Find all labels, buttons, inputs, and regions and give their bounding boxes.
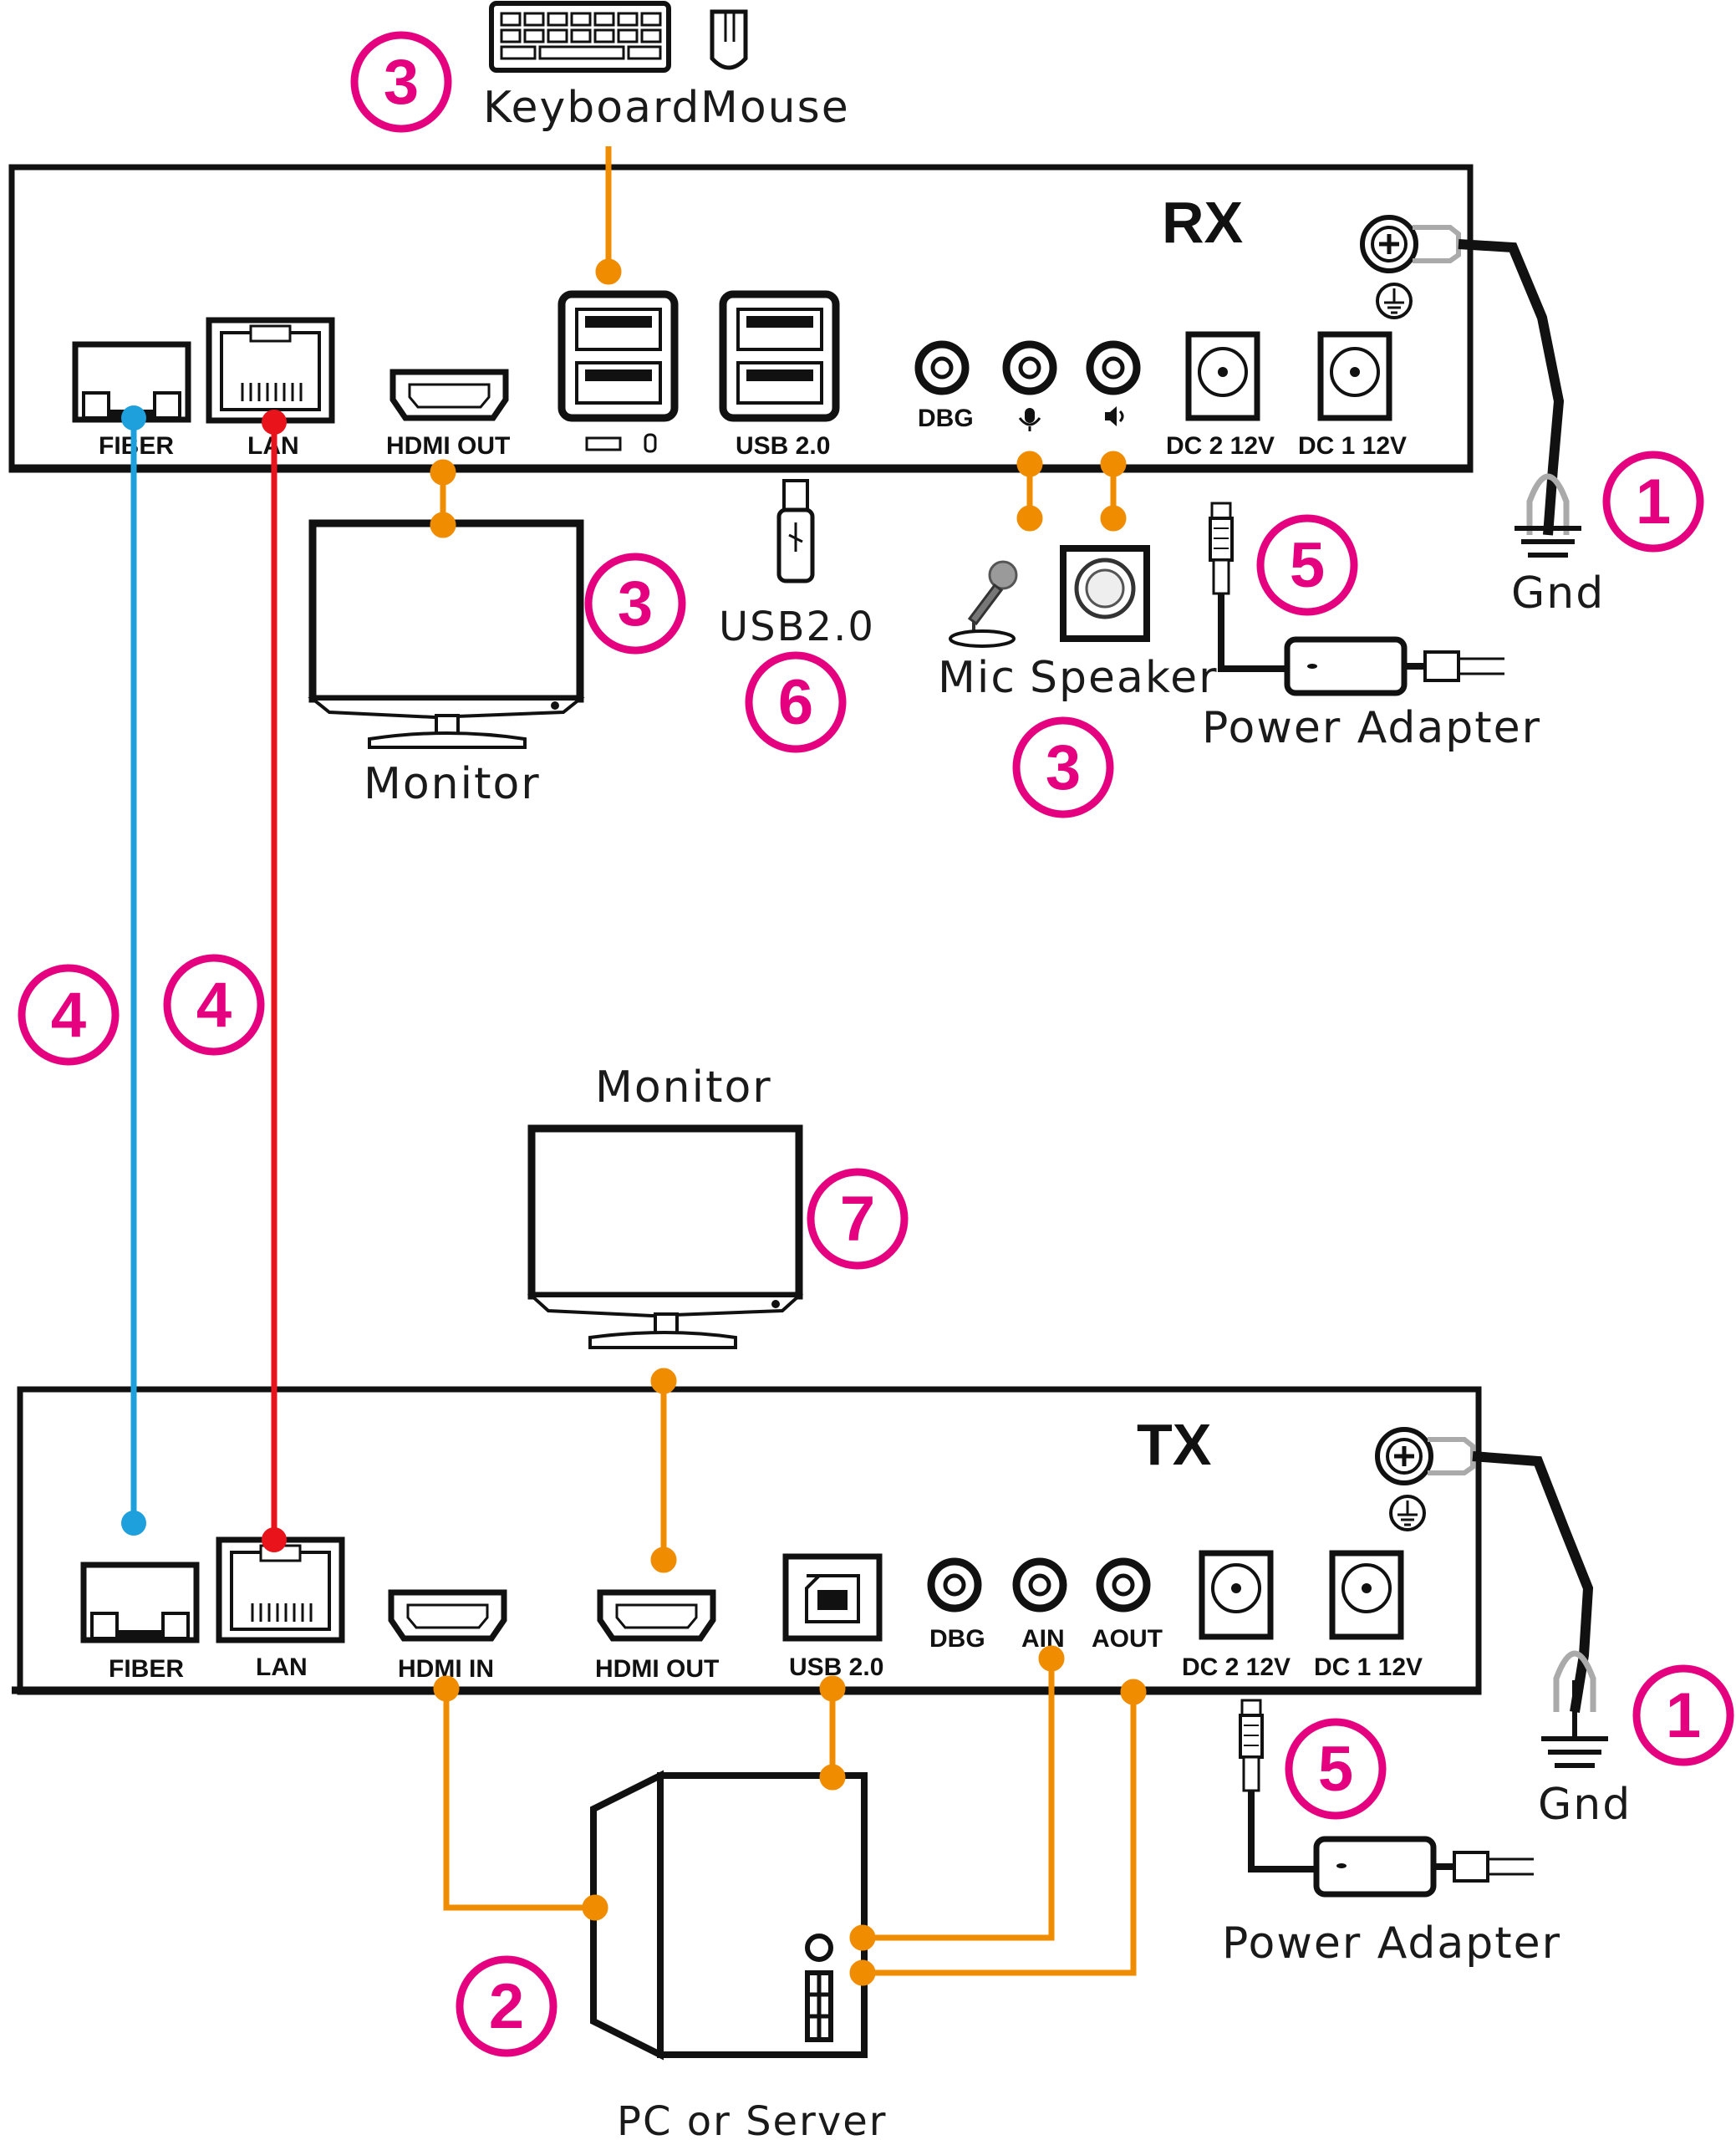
rx-usb-kvm-port[interactable] bbox=[557, 290, 679, 422]
rx-fiber-port[interactable] bbox=[72, 341, 191, 423]
svg-text:1: 1 bbox=[1666, 1680, 1701, 1751]
rx-power-adapter-icon bbox=[1209, 502, 1504, 696]
speaker-icon bbox=[1060, 545, 1150, 642]
keyboard-label: Keyboard bbox=[483, 83, 700, 133]
svg-text:6: 6 bbox=[778, 667, 813, 738]
lan-cable bbox=[262, 410, 287, 1552]
rx-monitor-label: Monitor bbox=[364, 759, 541, 809]
tx-aout-jack[interactable] bbox=[1096, 1557, 1151, 1613]
tx-lan-port[interactable] bbox=[216, 1536, 345, 1643]
tx-ain-jack[interactable] bbox=[1012, 1557, 1067, 1613]
badge-tx-gnd: 1 bbox=[1632, 1664, 1734, 1766]
fiber-cable bbox=[121, 405, 146, 1536]
svg-text:4: 4 bbox=[196, 970, 232, 1041]
svg-text:3: 3 bbox=[384, 47, 419, 118]
rx-speaker-jack[interactable] bbox=[1086, 340, 1141, 395]
badge-keyboard-mouse: 3 bbox=[350, 31, 452, 133]
tx-gnd-symbol-icon bbox=[1541, 1680, 1608, 1768]
tx-monitor-icon bbox=[527, 1124, 804, 1349]
rx-power-adapter-label: Power Adapter bbox=[1202, 703, 1541, 753]
speaker-symbol-icon bbox=[1105, 406, 1124, 426]
rx-earth-symbol-icon bbox=[1376, 283, 1413, 319]
tx-dc1-label: DC 1 12V bbox=[1314, 1653, 1423, 1681]
rx-mic-jack[interactable] bbox=[1002, 340, 1057, 395]
svg-text:5: 5 bbox=[1318, 1734, 1353, 1805]
badge-rx-gnd: 1 bbox=[1602, 451, 1704, 553]
badge-audio: 3 bbox=[1012, 716, 1114, 818]
badge-pc: 2 bbox=[456, 1955, 557, 2057]
tx-orange-connections bbox=[433, 1368, 1147, 1986]
badge-usb: 6 bbox=[745, 651, 847, 753]
rx-gnd-label: Gnd bbox=[1511, 568, 1605, 619]
tx-title: TX bbox=[1137, 1412, 1212, 1477]
badge-rx-power: 5 bbox=[1256, 514, 1358, 616]
rx-lan-port[interactable] bbox=[206, 317, 335, 424]
svg-text:3: 3 bbox=[1046, 732, 1081, 803]
tx-hdmi-in-port[interactable] bbox=[388, 1589, 507, 1642]
tx-fiber-port[interactable] bbox=[80, 1562, 200, 1643]
svg-text:1: 1 bbox=[1636, 466, 1671, 538]
rx-hdmi-out-port[interactable] bbox=[389, 369, 509, 421]
usb-stick-icon bbox=[776, 479, 815, 583]
rx-gnd-symbol-icon bbox=[1515, 502, 1581, 558]
badge-rx-monitor: 3 bbox=[584, 553, 686, 655]
rx-hdmi-out-label: HDMI OUT bbox=[386, 432, 510, 460]
keyboard-icon bbox=[489, 1, 671, 73]
rx-dbg-label: DBG bbox=[918, 405, 974, 432]
tx-ground-cable bbox=[1472, 1451, 1596, 1713]
tx-power-adapter-label: Power Adapter bbox=[1222, 1918, 1561, 1969]
pc-server-icon bbox=[590, 1770, 868, 2061]
tx-fiber-label: FIBER bbox=[109, 1655, 184, 1683]
tx-ground-screw-icon bbox=[1375, 1427, 1475, 1485]
rx-dc1-label: DC 1 12V bbox=[1298, 432, 1407, 460]
tx-earth-symbol-icon bbox=[1389, 1495, 1426, 1531]
badge-tx-monitor: 7 bbox=[807, 1168, 909, 1270]
tx-unit: TX FIBER LAN HDMI IN bbox=[12, 1386, 1482, 1695]
pc-label: PC or Server bbox=[617, 2098, 887, 2140]
badge-lan: 4 bbox=[163, 954, 265, 1056]
rx-title: RX bbox=[1162, 190, 1244, 255]
tx-lan-label: LAN bbox=[256, 1653, 308, 1681]
svg-text:2: 2 bbox=[489, 1971, 524, 2042]
microphone-icon bbox=[949, 560, 1018, 648]
svg-text:4: 4 bbox=[51, 980, 86, 1051]
rx-dc2-label: DC 2 12V bbox=[1166, 432, 1275, 460]
rx-usb-label: USB 2.0 bbox=[736, 432, 830, 460]
rx-ground-cable bbox=[1458, 239, 1570, 536]
rx-dc2-jack[interactable] bbox=[1185, 331, 1260, 421]
rx-usb-port[interactable] bbox=[719, 290, 840, 422]
tx-power-adapter-icon bbox=[1239, 1699, 1534, 1898]
badge-fiber: 4 bbox=[18, 964, 120, 1066]
rx-dc1-jack[interactable] bbox=[1317, 331, 1392, 421]
svg-text:3: 3 bbox=[618, 568, 653, 639]
tx-aout-label: AOUT bbox=[1092, 1625, 1163, 1653]
tx-hdmi-out-port[interactable] bbox=[597, 1589, 716, 1642]
rx-unit: RX FIBER LAN HDMI OUT bbox=[8, 164, 1474, 473]
mic-label: Mic bbox=[938, 653, 1016, 703]
rx-monitor-icon bbox=[308, 519, 585, 749]
tx-dbg-label: DBG bbox=[929, 1625, 985, 1653]
tx-monitor-label: Monitor bbox=[595, 1062, 772, 1113]
mic-symbol-icon bbox=[1018, 408, 1041, 431]
rx-ground-screw-icon bbox=[1360, 215, 1461, 273]
svg-text:7: 7 bbox=[840, 1184, 875, 1255]
rx-orange-connections bbox=[430, 146, 1127, 538]
tx-usb-port[interactable] bbox=[782, 1553, 883, 1642]
tx-dc1-jack[interactable] bbox=[1329, 1550, 1404, 1640]
tx-dc2-jack[interactable] bbox=[1199, 1550, 1274, 1640]
mouse-icon bbox=[710, 9, 748, 70]
mouse-label: Mouse bbox=[700, 83, 850, 133]
rx-dbg-jack[interactable] bbox=[914, 340, 970, 395]
svg-text:5: 5 bbox=[1290, 530, 1325, 601]
keyboard-mouse-icon bbox=[585, 433, 657, 453]
tx-gnd-label: Gnd bbox=[1538, 1780, 1632, 1830]
tx-dc2-label: DC 2 12V bbox=[1182, 1653, 1291, 1681]
tx-hdmi-out-label: HDMI OUT bbox=[595, 1655, 719, 1683]
tx-dbg-jack[interactable] bbox=[927, 1557, 982, 1613]
speaker-label: Speaker bbox=[1030, 653, 1219, 703]
badge-tx-power: 5 bbox=[1285, 1718, 1387, 1820]
usb-stick-label: USB2.0 bbox=[719, 604, 875, 650]
